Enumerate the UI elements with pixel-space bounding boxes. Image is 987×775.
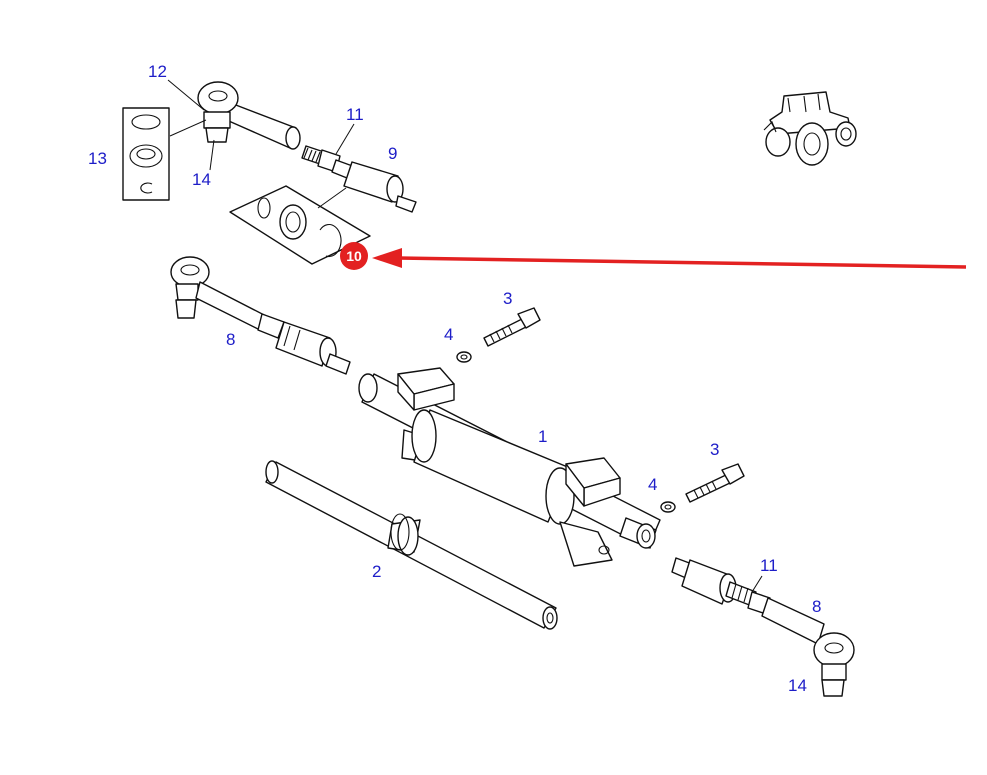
callout-12[interactable]: 12 (148, 62, 167, 81)
tie-rod-left (170, 256, 351, 375)
kit-box-13 (122, 107, 170, 201)
piston-rod (265, 460, 558, 630)
arrow-left-icon (372, 248, 967, 269)
adjuster-top (301, 145, 417, 213)
tie-rod-right (671, 557, 855, 697)
tie-rod-end-top (197, 81, 301, 150)
callout-8-left[interactable]: 8 (226, 330, 235, 349)
callout-9[interactable]: 9 (388, 144, 397, 163)
callout-14-top[interactable]: 14 (192, 170, 211, 189)
highlight-badge-10[interactable]: 10 (340, 242, 368, 270)
callout-11-right[interactable]: 11 (760, 556, 778, 575)
callout-4-top[interactable]: 4 (444, 325, 453, 344)
callout-8-right[interactable]: 8 (812, 597, 821, 616)
callout-2[interactable]: 2 (372, 562, 381, 581)
callout-1[interactable]: 1 (538, 427, 547, 446)
callout-3-top[interactable]: 3 (503, 289, 512, 308)
steering-cylinder (358, 367, 661, 567)
callout-4-right[interactable]: 4 (648, 475, 657, 494)
kit-box-10 (229, 185, 371, 265)
callout-13[interactable]: 13 (88, 149, 107, 168)
callout-11-top[interactable]: 11 (346, 105, 364, 124)
callout-14-bottom[interactable]: 14 (788, 676, 807, 695)
badge-label-10: 10 (346, 248, 362, 264)
bolt-top (456, 307, 541, 363)
leader-lines (167, 79, 763, 593)
tractor-icon (763, 91, 857, 166)
bolt-right (660, 463, 745, 513)
callout-3-right[interactable]: 3 (710, 440, 719, 459)
